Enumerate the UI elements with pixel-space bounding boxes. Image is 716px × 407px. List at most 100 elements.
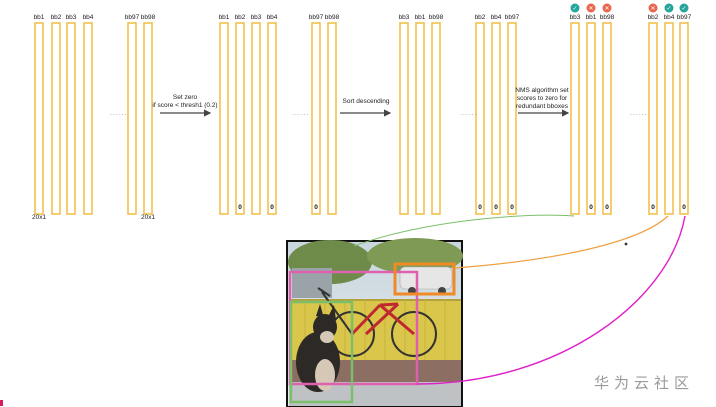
zero-score: 0 — [651, 204, 655, 211]
zero-score: 0 — [494, 204, 498, 211]
bbox-label: bb97 — [505, 14, 520, 21]
bbox-label: bb98 — [325, 14, 340, 21]
step1-label-line2: if score < thresh1 (0.2) — [152, 102, 217, 109]
score-bar — [267, 22, 277, 215]
bbox-label: bb1 — [219, 14, 230, 21]
bbox-column-bb1: bb1 — [415, 14, 426, 215]
score-bar — [648, 22, 658, 215]
cross-icon: ✕ — [586, 3, 596, 13]
score-bar — [34, 22, 44, 215]
bbox-column-bb1: bb1 — [34, 14, 45, 215]
bbox-label: bb97 — [677, 14, 692, 21]
zero-score: 0 — [605, 204, 609, 211]
bbox-column-bb2: bb2 0 — [475, 14, 486, 215]
bbox-label: bb4 — [664, 14, 675, 21]
bbox-label: bb98 — [141, 14, 156, 21]
bbox-label: bb98 — [429, 14, 444, 21]
bbox-label: bb2 — [51, 14, 62, 21]
step3-label-line1: NMS algorithm set — [515, 87, 569, 94]
bbox-column-bb97: bb97 0 — [505, 14, 520, 215]
step3-arrow: NMS algorithm set scores to zero for red… — [515, 87, 570, 117]
score-bar — [491, 22, 501, 215]
score-bar — [235, 22, 245, 215]
bbox-column-bb1: bb1 0 ✕ — [586, 3, 597, 215]
step2-label: Sort descending — [343, 98, 390, 105]
step2-arrow: Sort descending — [340, 98, 392, 117]
ellipsis: ...... — [292, 110, 310, 117]
score-bar — [311, 22, 321, 215]
step3-label-line3: redundant bboxes — [516, 103, 569, 110]
zero-score: 0 — [314, 204, 318, 211]
bbox-label: bb1 — [586, 14, 597, 21]
bbox-label: bb4 — [83, 14, 94, 21]
corner-marker — [0, 400, 3, 406]
step3-label-line2: scores to zero for — [517, 95, 568, 102]
bbox-label: bb2 — [235, 14, 246, 21]
badge-glyph: ✕ — [604, 5, 609, 12]
zero-score: 0 — [682, 204, 686, 211]
bbox-label: bb4 — [267, 14, 278, 21]
score-bar — [83, 22, 93, 215]
score-bar — [475, 22, 485, 215]
bbox-label: bb97 — [125, 14, 140, 21]
bbox-label: bb3 — [251, 14, 262, 21]
zero-score: 0 — [270, 204, 274, 211]
badge-glyph: ✕ — [588, 5, 593, 12]
bbox-column-bb1: bb1 — [219, 14, 230, 215]
bbox-label: bb1 — [415, 14, 426, 21]
cross-icon: ✕ — [602, 3, 612, 13]
bbox-column-bb98: bb98 — [141, 14, 156, 215]
bbox-column-bb98: bb98 — [325, 14, 340, 215]
step1-arrow: Set zero if score < thresh1 (0.2) — [152, 94, 218, 117]
bbox-label: bb3 — [570, 14, 581, 21]
ellipsis: ...... — [460, 110, 478, 117]
zero-score: 0 — [510, 204, 514, 211]
score-bar — [431, 22, 441, 215]
score-bar — [664, 22, 674, 215]
cross-icon: ✕ — [648, 3, 658, 13]
check-icon: ✓ — [664, 3, 674, 13]
bbox-column-bb4: bb4✓ — [664, 3, 675, 215]
bbox-label: bb2 — [475, 14, 486, 21]
bbox-column-bb98: bb98 — [429, 14, 444, 215]
score-bar — [127, 22, 137, 215]
stage-s4: bb3✓bb10✕bb980✕bb20✕bb4✓bb970✓...... — [570, 3, 692, 215]
dim-label-right: 20x1 — [141, 214, 155, 221]
green-connector — [353, 214, 575, 247]
bbox-label: bb98 — [600, 14, 615, 21]
bbox-column-bb3: bb3 — [399, 14, 410, 215]
bbox-column-bb4: bb4 0 — [267, 14, 278, 215]
badge-glyph: ✕ — [650, 5, 655, 12]
zero-score: 0 — [478, 204, 482, 211]
bbox-column-bb97: bb97 0 ✓ — [677, 3, 692, 215]
bbox-column-bb3: bb3 — [251, 14, 262, 215]
orange-connector-dot — [624, 242, 628, 246]
bbox-label: bb3 — [66, 14, 77, 21]
score-bar — [570, 22, 580, 215]
bbox-column-bb3: bb3 — [66, 14, 77, 215]
score-bar — [327, 22, 337, 215]
zero-score: 0 — [589, 204, 593, 211]
bbox-column-bb4: bb4 — [83, 14, 94, 215]
badge-glyph: ✓ — [681, 5, 686, 12]
score-bar — [219, 22, 229, 215]
score-bar — [66, 22, 76, 215]
magenta-connector — [416, 215, 686, 385]
bbox-column-bb98: bb98 0 ✕ — [600, 3, 615, 215]
dim-label-left: 20x1 — [32, 214, 46, 221]
step1-label-line1: Set zero — [173, 94, 198, 101]
bbox-label: bb97 — [309, 14, 324, 21]
detection-photo — [286, 238, 463, 407]
score-bar — [399, 22, 409, 215]
score-bar — [507, 22, 517, 215]
check-icon: ✓ — [679, 3, 689, 13]
ellipsis: ...... — [630, 110, 648, 117]
